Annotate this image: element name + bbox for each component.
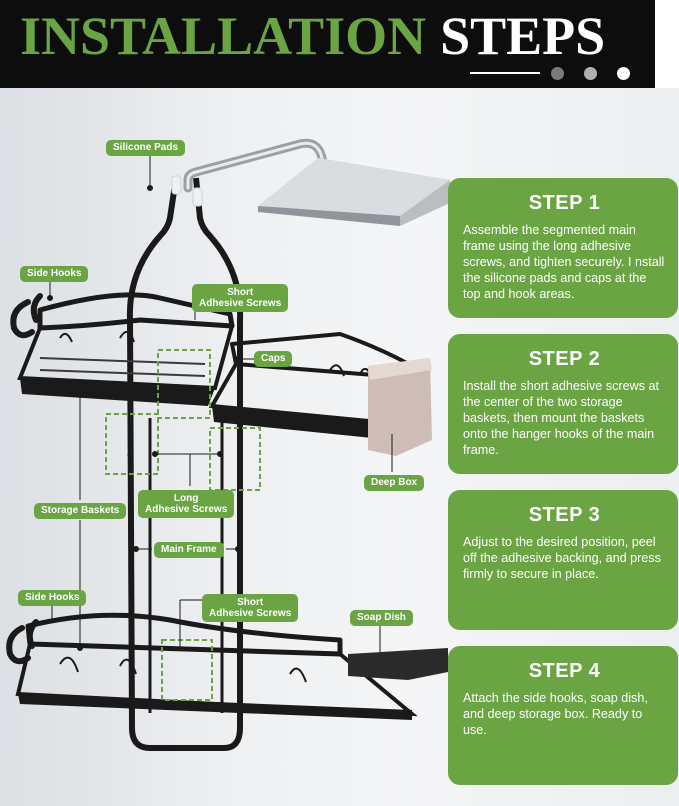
label-short-screws-top: Short Adhesive Screws bbox=[192, 284, 289, 312]
step-3-title: STEP 3 bbox=[528, 504, 601, 526]
label-long-screws-line2: Adhesive Screws bbox=[145, 504, 228, 515]
step-1-title: STEP 1 bbox=[528, 192, 601, 214]
label-long-screws-line1: Long bbox=[173, 493, 199, 504]
label-short-screws-top-line1: Short bbox=[227, 287, 254, 298]
title-word-installation: INSTALLATION bbox=[20, 6, 427, 66]
top-left-basket bbox=[17, 292, 235, 406]
step-3-text: Adjust to the desired position, peel off… bbox=[463, 535, 661, 581]
step-card-2: STEP 2 Install the short adhesive screws… bbox=[448, 334, 678, 474]
label-caps: Caps bbox=[254, 351, 293, 367]
step-card-4: STEP 4 Attach the side hooks, soap dish,… bbox=[448, 646, 678, 785]
label-short-screws-bottom-line2: Adhesive Screws bbox=[209, 608, 292, 619]
soap-dish bbox=[348, 648, 448, 680]
side-hooks-top-shape bbox=[10, 293, 43, 339]
step-4-text: Attach the side hooks, soap dish, and de… bbox=[463, 691, 648, 737]
banner-dot-mid bbox=[584, 67, 597, 80]
banner-dot-light bbox=[617, 67, 630, 80]
callout-short-screws-bottom bbox=[161, 639, 213, 701]
step-card-3: STEP 3 Adjust to the desired position, p… bbox=[448, 490, 678, 630]
label-silicone-pads: Silicone Pads bbox=[106, 140, 186, 156]
label-long-screws: Long Adhesive Screws bbox=[138, 490, 235, 518]
label-short-screws-bottom-line1: Short bbox=[237, 597, 264, 608]
label-soap-dish: Soap Dish bbox=[350, 610, 413, 626]
label-main-frame: Main Frame bbox=[154, 542, 224, 558]
label-side-hooks-top: Side Hooks bbox=[20, 266, 89, 282]
title-word-steps: STEPS bbox=[440, 6, 606, 66]
callout-long-screws-left bbox=[105, 413, 159, 475]
step-2-title: STEP 2 bbox=[528, 348, 601, 370]
main-frame bbox=[126, 177, 244, 751]
side-hooks-bottom-shape bbox=[6, 619, 39, 665]
callout-long-screws-right bbox=[209, 427, 261, 491]
label-short-screws-bottom: Short Adhesive Screws bbox=[202, 594, 299, 622]
label-side-hooks-bottom: Side Hooks bbox=[18, 590, 87, 606]
step-1-text: Assemble the segmented main frame using … bbox=[463, 223, 665, 301]
silicone-pad-right bbox=[192, 187, 203, 207]
label-storage-baskets: Storage Baskets bbox=[34, 503, 127, 519]
banner-divider bbox=[470, 72, 540, 74]
shower-caddy-illustration bbox=[6, 138, 450, 751]
step-4-title: STEP 4 bbox=[528, 660, 601, 682]
label-deep-box: Deep Box bbox=[364, 475, 425, 491]
silicone-pad-left bbox=[171, 175, 182, 195]
step-card-1: STEP 1 Assemble the segmented main frame… bbox=[448, 178, 678, 318]
callout-short-screws-top bbox=[157, 349, 211, 419]
step-2-text: Install the short adhesive screws at the… bbox=[463, 379, 659, 457]
label-short-screws-top-line2: Adhesive Screws bbox=[199, 298, 282, 309]
deep-box bbox=[368, 358, 432, 456]
banner-dot-dark bbox=[551, 67, 564, 80]
